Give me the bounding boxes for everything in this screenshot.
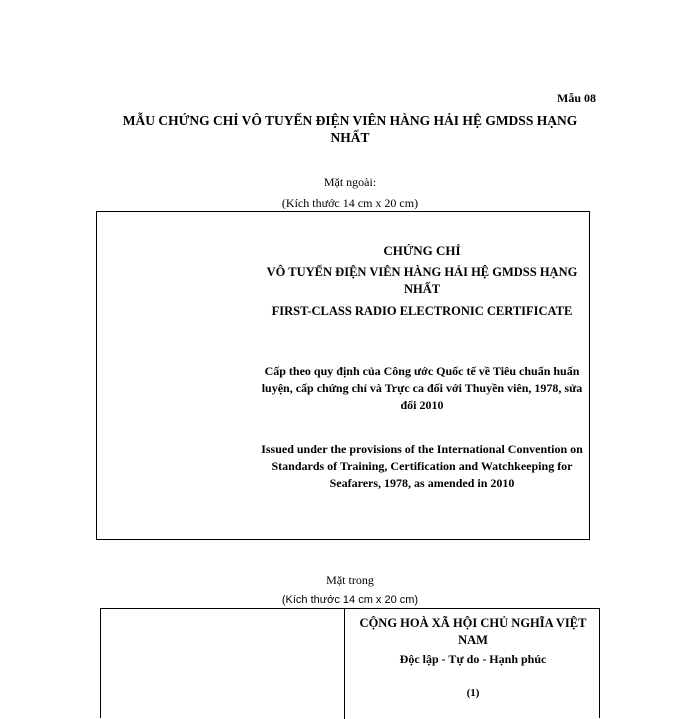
inner-side-frame: CỘNG HOÀ XÃ HỘI CHỦ NGHĨA VIỆT NAM Độc l…	[100, 608, 601, 719]
republic-name: CỘNG HOÀ XÃ HỘI CHỦ NGHĨA VIỆT NAM	[359, 616, 587, 647]
inner-side-label: Mặt trong	[326, 573, 374, 587]
inner-side-size: (Kích thước 14 cm x 20 cm)	[281, 594, 419, 606]
outer-side-frame: CHỨNG CHỈ VÔ TUYẾN ĐIỆN VIÊN HÀNG HẢI HỆ…	[96, 211, 590, 540]
outer-side-size: (Kích thước 14 cm x 20 cm)	[281, 196, 419, 210]
form-code: Mẫu 08	[557, 91, 596, 105]
outer-side-label: Mặt ngoài:	[323, 175, 377, 189]
certificate-heading: CHỨNG CHỈ	[383, 243, 461, 258]
document-title: MẪU CHỨNG CHỈ VÔ TUYẾN ĐIỆN VIÊN HÀNG HẢ…	[122, 113, 578, 145]
certificate-title-vn: VÔ TUYẾN ĐIỆN VIÊN HÀNG HẢI HỆ GMDSS HẠN…	[266, 265, 578, 296]
field-marker: (1)	[466, 687, 480, 699]
national-motto: Độc lập - Tự do - Hạnh phúc	[399, 652, 547, 666]
issued-under-en: Issued under the provisions of the Inter…	[261, 442, 583, 490]
certificate-title-en: FIRST-CLASS RADIO ELECTRONIC CERTIFICATE	[271, 304, 573, 318]
issued-under-vn: Cấp theo quy định của Công ước Quốc tế v…	[261, 364, 583, 412]
column-divider	[344, 609, 345, 719]
inner-right-panel: CỘNG HOÀ XÃ HỘI CHỦ NGHĨA VIỆT NAM Độc l…	[345, 615, 601, 699]
